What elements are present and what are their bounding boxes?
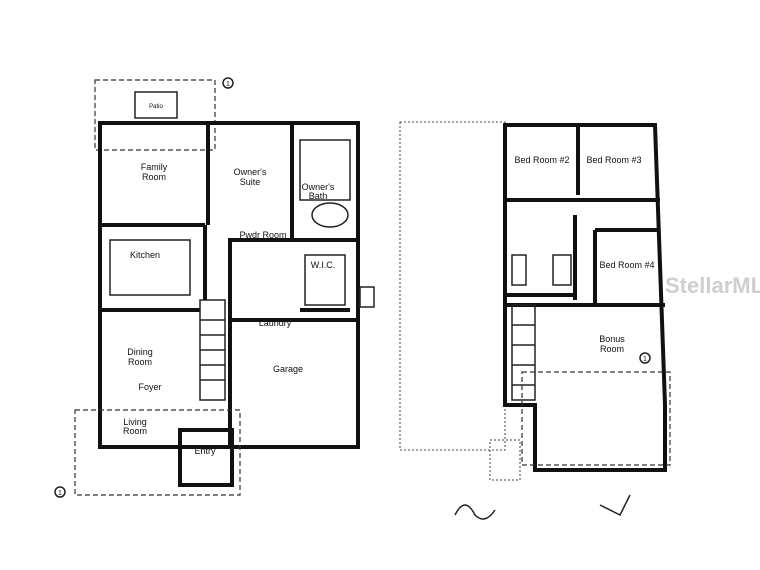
svg-text:1: 1 [643, 356, 647, 363]
second-floor-plan: 1 Bed Room #2 Bed Room #3 Bed Room #4 Bo… [399, 121, 671, 481]
owners-bath-label: Owner's [302, 182, 335, 192]
foyer-label: Foyer [138, 382, 161, 392]
pwdr-room-label: Pwdr Room [239, 230, 286, 240]
svg-text:Room: Room [142, 172, 166, 182]
svg-text:Bath: Bath [309, 191, 328, 201]
wic-label: W.I.C. [311, 260, 336, 270]
entry-label: Entry [194, 446, 216, 456]
front-porch-outline [74, 409, 241, 496]
living-room-label: Living [123, 417, 147, 427]
laundry-label: Laundry [259, 318, 292, 328]
porch-outline-below [521, 371, 671, 466]
svg-text:Suite: Suite [240, 177, 261, 187]
dining-room-label: Dining [127, 347, 153, 357]
bed-room-2-label: Bed Room #2 [514, 155, 569, 165]
svg-text:1: 1 [58, 490, 62, 497]
open-to-below-outline [399, 121, 506, 451]
svg-text:Room: Room [600, 344, 624, 354]
svg-text:Room: Room [128, 357, 152, 367]
garage-label: Garage [273, 364, 303, 374]
patio-outline [94, 79, 216, 151]
family-room-label: Family [141, 162, 168, 172]
bed-room-4-label: Bed Room #4 [599, 260, 654, 270]
callout-marker [222, 77, 234, 89]
patio-label: Patio [149, 104, 163, 110]
patio-slab [134, 91, 178, 119]
svg-text:1: 1 [226, 81, 230, 88]
stairs [511, 304, 536, 401]
bonus-room-label: Bonus [599, 334, 625, 344]
entry-porch [178, 428, 234, 487]
svg-text:Room: Room [123, 426, 147, 436]
owners-suite-label: Owner's [234, 167, 267, 177]
kitchen-label: Kitchen [130, 250, 160, 260]
second-floor-outer-wall [503, 123, 667, 472]
handwritten-mark [454, 494, 631, 520]
first-floor-plan: Patio 1 1 Family Room Owner's Suite Own [54, 77, 375, 498]
bed-room-3-label: Bed Room #3 [586, 155, 641, 165]
watermark: StellarMLS [665, 273, 760, 298]
